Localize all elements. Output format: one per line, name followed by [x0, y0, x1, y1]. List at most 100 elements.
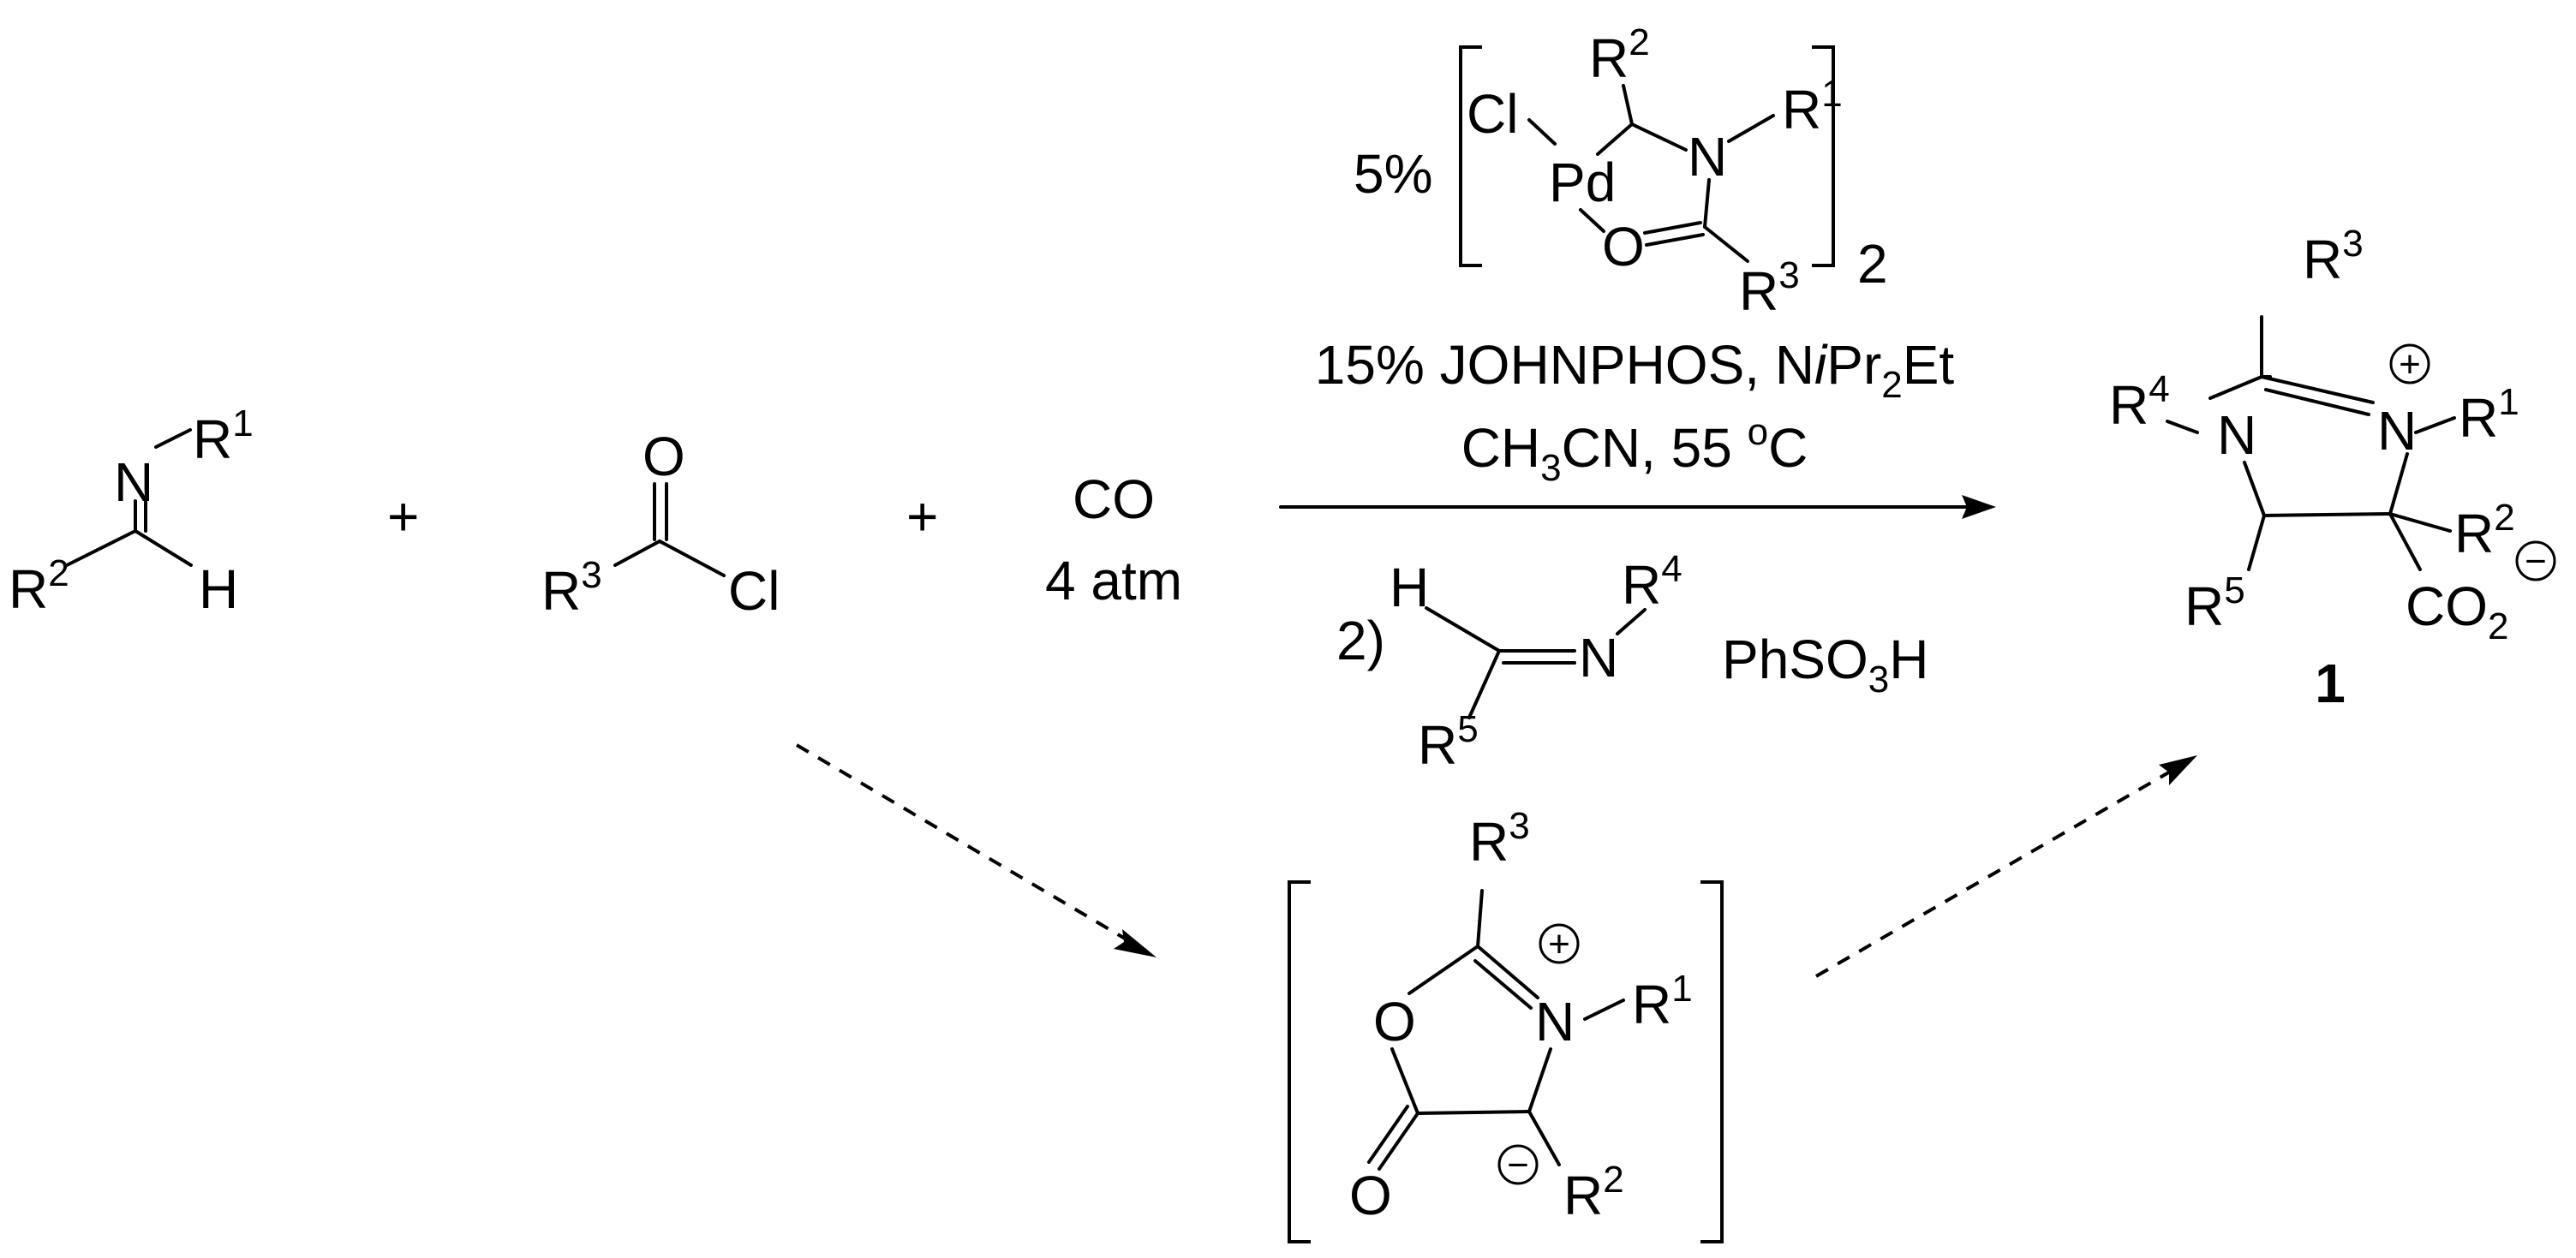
second-step-reagents: 2) H N R4 R5 PhSO3H [1336, 548, 1928, 776]
carbonyl-oxygen: O [1349, 1165, 1392, 1226]
acid-chloride: O R3 Cl [541, 426, 780, 622]
substituent-r4: R4 [2109, 368, 2170, 436]
arrow-head [1114, 929, 1157, 957]
atom-cl: Cl [728, 560, 780, 622]
co-label: CO [1073, 468, 1155, 530]
double-bond [2260, 375, 2375, 404]
bond [1467, 649, 1501, 719]
positive-charge-circle [2389, 343, 2430, 385]
dashed-arrow-to-product [1814, 755, 2197, 978]
bond [65, 529, 137, 567]
plus-sign: + [387, 486, 419, 547]
carboxylate-group: CO2 [2406, 575, 2508, 647]
ligand-base-line: 15% JOHNPHOS, NiPr2Et [1315, 334, 1955, 406]
bond [2414, 416, 2456, 434]
atom-h: H [1390, 557, 1429, 618]
double-bond [1643, 221, 1702, 235]
bond [1390, 1047, 1419, 1115]
bond [1527, 118, 1557, 146]
negative-charge-circle [1497, 1144, 1539, 1185]
bond [2166, 420, 2199, 434]
negative-charge: − [1507, 1144, 1529, 1186]
substituent-r5: R5 [2185, 569, 2245, 637]
bracket-right [1700, 880, 1724, 1243]
bond [1703, 225, 1749, 263]
bond [1425, 606, 1501, 653]
bond [1727, 114, 1775, 143]
carbon-monoxide: CO 4 atm [1045, 468, 1182, 611]
atom-n: N [1688, 126, 1727, 188]
double-bond [1476, 945, 1539, 999]
positive-charge: + [1548, 923, 1570, 965]
substituent-r3: R3 [2303, 223, 2364, 290]
atom-n: N [114, 451, 153, 513]
substituent-r2: R2 [9, 552, 69, 620]
dashed-arrow-to-intermediate [795, 743, 1157, 957]
bond [2262, 512, 2392, 517]
atom-n: N [1579, 627, 1618, 689]
solvent-temperature-line: CH3CN, 55 oC [1461, 411, 1808, 489]
substituent-r1: R1 [2459, 381, 2519, 449]
bond [1527, 1047, 1552, 1113]
substituent-r2: R2 [1589, 21, 1650, 89]
dimer-subscript: 2 [1857, 233, 1888, 295]
bond [613, 540, 661, 567]
bond [2388, 512, 2452, 533]
arrow-shaft [1814, 769, 2173, 978]
step-label: 2) [1336, 610, 1385, 671]
atom-o: O [1602, 216, 1645, 277]
double-bond [1473, 959, 1533, 1010]
bond [2247, 514, 2266, 571]
bond [1579, 208, 1605, 233]
bracket-left [1288, 880, 1311, 1243]
reaction-arrow [1279, 495, 1996, 519]
reactant-imine: N R1 R2 H [9, 402, 254, 620]
substituent-r4: R4 [1622, 548, 1682, 616]
atom-n-left: N [2217, 404, 2256, 466]
arrow-shaft [795, 743, 1133, 944]
bond [1616, 608, 1647, 635]
atom-n-right: N [2377, 400, 2417, 462]
bond [2388, 452, 2409, 516]
arrow-head [2159, 755, 2197, 785]
negative-charge-circle [2515, 540, 2556, 581]
plus-sign: + [906, 486, 938, 547]
negative-charge: − [2525, 540, 2547, 582]
bond [1408, 945, 1479, 995]
bond [2208, 375, 2263, 400]
substituent-r1: R1 [193, 402, 254, 470]
bond [1596, 122, 1634, 156]
palladium-catalyst: 5% 2 Cl Pd N O R2 R1 R3 [1354, 21, 1888, 322]
substituent-r3: R3 [1739, 254, 1800, 322]
compound-label: 1 [2315, 653, 2346, 714]
double-bond [1378, 1112, 1419, 1171]
bond [154, 428, 192, 449]
bond [2388, 512, 2422, 571]
atom-h: H [199, 558, 238, 620]
substituent-r3: R3 [541, 554, 602, 622]
bond [1476, 889, 1484, 948]
bracket-right [1812, 45, 1835, 267]
reaction-conditions: 15% JOHNPHOS, NiPr2Et CH3CN, 55 oC [1315, 334, 1955, 489]
double-bond [2264, 388, 2370, 416]
bond [658, 540, 726, 577]
substituent-r5: R5 [1418, 708, 1479, 776]
substituent-r1: R1 [1632, 968, 1693, 1035]
bond [1622, 84, 1634, 126]
positive-charge: + [2399, 343, 2421, 385]
bond [1630, 122, 1688, 152]
substituent-r2: R2 [2454, 497, 2515, 564]
bond [1527, 1110, 1561, 1166]
atom-o: O [643, 426, 685, 487]
bond [2243, 461, 2266, 517]
positive-charge-circle [1539, 923, 1580, 964]
double-bond [1367, 1105, 1409, 1164]
bond [1416, 1110, 1531, 1115]
substituent-r1: R1 [1782, 73, 1843, 140]
atom-n: N [1535, 991, 1575, 1052]
bracket-left [1459, 45, 1482, 267]
co-pressure: 4 atm [1045, 550, 1182, 611]
double-bond [1645, 233, 1705, 247]
atom-pd: Pd [1549, 152, 1616, 213]
